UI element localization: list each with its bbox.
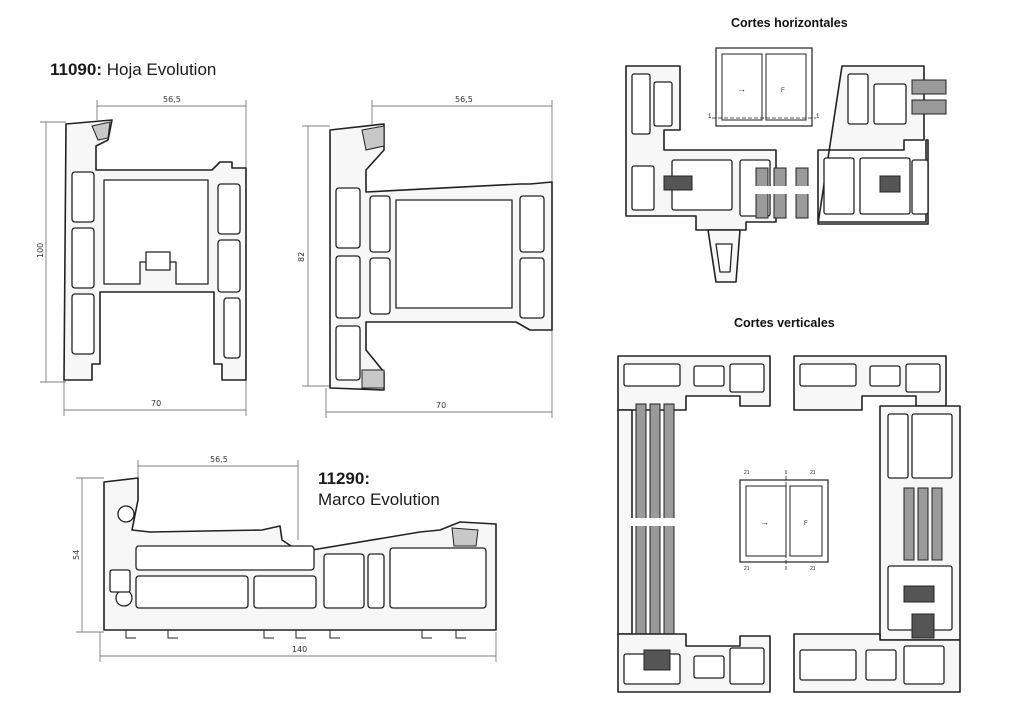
hoja-dim-height: 100 [36,243,45,258]
marco-title: 11290: Marco Evolution [318,468,440,510]
h-window-arrow: → [737,84,746,94]
v-cut-label-3: 21 [744,566,750,572]
hoja-code: 11090: [50,60,102,79]
v-cut-label-4: 21 [810,566,816,572]
hoja-profile-drawing: 56,5 100 70 [36,95,247,416]
hoja2-dim-top: 56,5 [455,95,473,104]
marco-code: 11290: [318,469,370,488]
hoja-title: 11090: Hoja Evolution [50,60,216,80]
hoja2-dim-bottom: 70 [436,401,446,410]
v-cut-label-2: 21 [810,470,816,476]
marco-dim-top: 56,5 [210,455,228,464]
h-cut-label-right: 1 [816,114,820,120]
h-window-fixed-label: F [781,88,785,94]
v-window-fixed-label: F [804,521,808,527]
h-cut-label-left: 1 [708,114,712,120]
horizontal-sections-drawing: → F 1 1 [625,47,947,283]
v-cut-label-1: 21 [744,470,750,476]
v-window-arrow: → [760,517,769,527]
marco-dimensions: 56,5 54 140 [72,455,497,662]
hoja2-dimensions: 56,5 82 70 [297,95,553,418]
section-title-horizontal: Cortes horizontales [731,16,848,30]
hoja-dim-bottom: 70 [151,399,161,408]
vertical-sections-drawing: → F 21 21 21 21 [617,355,961,693]
marco-dim-height: 54 [72,550,81,560]
marco-dim-bottom: 140 [292,645,307,654]
hoja2-profile-drawing: 56,5 82 70 [297,95,553,418]
marco-name: Marco Evolution [318,490,440,509]
hoja-dimensions: 56,5 100 70 [36,95,247,416]
hoja2-dim-height: 82 [297,252,306,262]
marco-profile-drawing: 56,5 54 140 [72,455,497,662]
section-title-vertical: Cortes verticales [734,316,835,330]
hoja-name: Hoja Evolution [106,60,217,79]
hoja-dim-top: 56,5 [163,95,181,104]
